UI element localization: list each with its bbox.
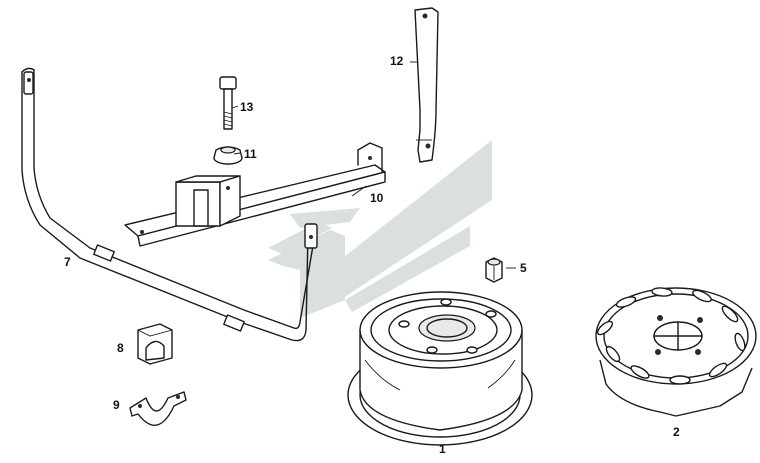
callout-part-9: 9 (113, 398, 120, 412)
support-bar-part-7 (21, 67, 318, 342)
bushing-part-8 (137, 323, 173, 365)
alloy-wheel-part-2 (595, 287, 757, 417)
watermark-logo (268, 140, 492, 318)
callout-part-10: 10 (370, 191, 384, 205)
steel-wheel-part-1 (347, 291, 533, 446)
leader-lines (231, 61, 516, 269)
callout-part-1: 1 (439, 442, 446, 456)
callout-part-12: 12 (390, 54, 404, 68)
hanger-plate-part-12 (414, 7, 439, 163)
callout-part-13: 13 (240, 100, 254, 114)
washer-part-11 (213, 146, 243, 165)
callout-part-11: 11 (244, 147, 257, 161)
nut-part-5 (485, 257, 503, 283)
callout-part-7: 7 (64, 255, 71, 269)
callout-part-8: 8 (117, 341, 124, 355)
callout-part-2: 2 (673, 425, 680, 439)
callout-part-5: 5 (520, 261, 527, 275)
bolt-part-13 (219, 76, 237, 130)
carrier-frame-part-10 (124, 142, 386, 247)
clamp-part-9 (129, 391, 187, 426)
